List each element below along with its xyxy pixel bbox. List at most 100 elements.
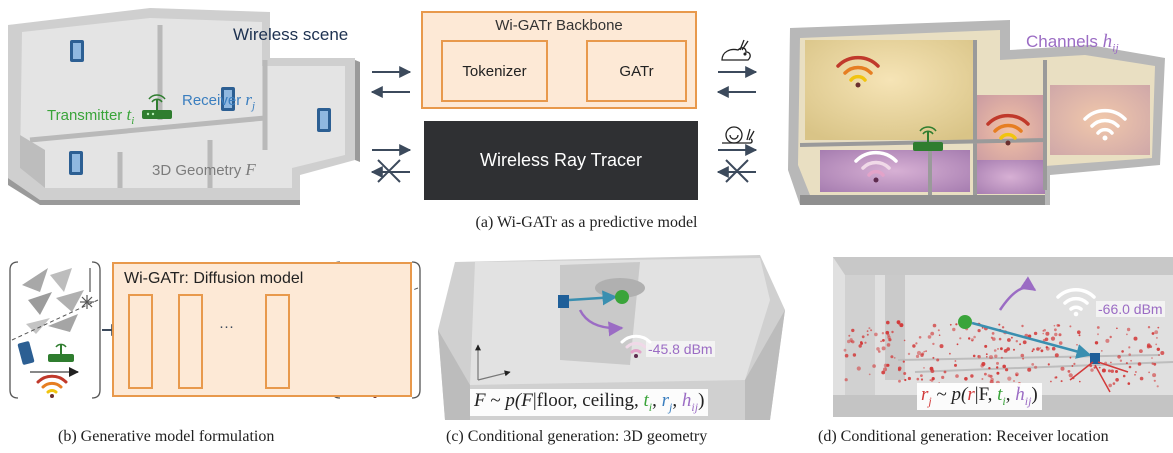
receiver-sample-dot bbox=[1021, 324, 1024, 328]
receiver-sample-dot bbox=[891, 330, 894, 334]
receiver-sample-dot bbox=[866, 330, 869, 332]
receiver-sample-dot bbox=[1155, 336, 1158, 339]
receiver-sample-dot bbox=[1151, 332, 1155, 335]
receiver-cube bbox=[558, 295, 569, 308]
receiver-sample-dot bbox=[1147, 326, 1151, 329]
receiver-sample-dot bbox=[1015, 374, 1018, 377]
receiver-sample-dot bbox=[980, 364, 984, 368]
snail-icon bbox=[722, 126, 755, 144]
receiver-sample-dot bbox=[1000, 356, 1003, 359]
receiver-sample-dot bbox=[996, 371, 1000, 375]
receiver-sample-dot bbox=[1039, 347, 1042, 349]
receiver-sample-dot bbox=[1069, 325, 1072, 328]
receiver-sample-dot bbox=[1020, 353, 1025, 358]
receiver-sample-dot bbox=[1153, 362, 1157, 366]
receiver-sample-dot bbox=[861, 335, 865, 339]
receiver-sample-dot bbox=[996, 361, 999, 365]
receiver-sample-dot bbox=[912, 344, 916, 348]
wifi-icon bbox=[1056, 288, 1096, 317]
receiver-sample-dot bbox=[904, 378, 907, 382]
receiver-sample-dot bbox=[1060, 366, 1065, 371]
receiver-sample-dot bbox=[1078, 334, 1081, 337]
receiver-sample-dot bbox=[1115, 370, 1118, 373]
floorplan-left bbox=[8, 8, 360, 205]
receiver-sample-dot bbox=[1031, 350, 1034, 353]
receiver-sample-dot bbox=[998, 323, 1001, 326]
receiver-sample-dot bbox=[1054, 353, 1059, 358]
receiver-sample-dot bbox=[890, 355, 894, 359]
receiver-sample-dot bbox=[956, 343, 959, 346]
receiver-sample-dot bbox=[1126, 333, 1128, 336]
receiver-sample-dot bbox=[920, 353, 924, 357]
receiver-sample-dot bbox=[986, 356, 988, 358]
receiver-sample-dot bbox=[1077, 330, 1081, 335]
phone-icon bbox=[17, 341, 35, 365]
receiver-sample-dot bbox=[1108, 383, 1112, 388]
receiver-sample-dot bbox=[1130, 359, 1132, 362]
wifi-icon bbox=[836, 55, 880, 88]
receiver-sample-dot bbox=[1115, 378, 1119, 382]
receiver-sample-dot bbox=[932, 342, 935, 346]
receiver-sample-dot bbox=[852, 353, 857, 357]
receiver-sample-dot bbox=[1056, 324, 1060, 327]
receiver-sample-dot bbox=[1000, 347, 1003, 351]
receiver-sample-dot bbox=[1110, 369, 1115, 373]
receiver-sample-dot bbox=[993, 349, 997, 352]
receiver-sample-dot bbox=[1119, 359, 1123, 362]
receiver-sample-dot bbox=[1151, 357, 1153, 359]
receiver-sample-dot bbox=[1133, 336, 1138, 341]
receiver-sample-dot bbox=[886, 363, 890, 367]
receiver-sample-dot bbox=[1051, 346, 1056, 351]
wifi-icon bbox=[1083, 108, 1127, 141]
receiver-sample-dot bbox=[1127, 382, 1131, 385]
diffusion-title: Wi-GATr: Diffusion model bbox=[124, 270, 304, 287]
receiver-sample-dot bbox=[1098, 366, 1101, 369]
receiver-sample-dot bbox=[886, 343, 891, 347]
receiver-sample-dot bbox=[886, 320, 890, 325]
receiver-sample-dot bbox=[1054, 332, 1058, 337]
receiver-sample-dot bbox=[1125, 362, 1128, 365]
receiver-sample-dot bbox=[1128, 365, 1132, 369]
diffusion-ellipsis: ··· bbox=[219, 318, 234, 335]
receiver-sample-dot bbox=[916, 377, 920, 381]
receiver-sample-dot bbox=[1156, 385, 1159, 388]
receiver-sample-dot bbox=[920, 374, 923, 377]
receiver-sample-dot bbox=[1045, 346, 1050, 351]
receiver-sample-dot bbox=[985, 353, 988, 356]
snowflake-icon bbox=[80, 295, 94, 309]
receiver-sample-dot bbox=[1022, 357, 1025, 360]
receiver-sample-dot bbox=[907, 376, 912, 381]
receiver-sample-dot bbox=[1107, 369, 1111, 373]
receiver-sample-dot bbox=[868, 373, 871, 376]
receiver-sample-dot bbox=[930, 331, 935, 336]
receiver-sample-dot bbox=[1002, 364, 1006, 369]
receiver-sample-dot bbox=[1015, 340, 1018, 343]
receiver-sample-dot bbox=[1036, 347, 1040, 351]
receiver-sample-dot bbox=[850, 340, 853, 343]
ray-tracer-box: Wireless Ray Tracer bbox=[424, 121, 698, 200]
receiver-sample-dot bbox=[1112, 382, 1116, 385]
formula-c: F ~ p(F|floor, ceiling, ti, rj, hij) bbox=[470, 389, 709, 416]
caption-c: (c) Conditional generation: 3D geometry bbox=[446, 428, 708, 445]
receiver-label: Receiver rj bbox=[182, 90, 256, 112]
receiver-sample-dot bbox=[885, 330, 890, 335]
receiver-sample-dot bbox=[1054, 328, 1057, 332]
receiver-sample-dot bbox=[1050, 336, 1056, 341]
receiver-sample-dot bbox=[1040, 349, 1044, 353]
receiver-sample-dot bbox=[1160, 351, 1165, 355]
receiver-sample-dot bbox=[936, 358, 940, 362]
receiver-sample-dot bbox=[990, 377, 994, 382]
receiver-sample-dot bbox=[1155, 343, 1158, 346]
receiver-sample-dot bbox=[1058, 333, 1062, 337]
receiver-sample-dot bbox=[1067, 370, 1071, 373]
receiver-sample-dot bbox=[918, 336, 922, 339]
geometry-label: 3D Geometry F bbox=[152, 160, 256, 179]
receiver-sample-dot bbox=[872, 364, 876, 368]
receiver-sample-dot bbox=[984, 344, 988, 348]
receiver-sample-dot bbox=[955, 374, 959, 378]
receiver-sample-dot bbox=[1134, 371, 1137, 373]
receiver-sample-dot bbox=[1153, 379, 1156, 382]
receiver-sample-dot bbox=[991, 332, 995, 335]
receiver-sample-dot bbox=[952, 327, 956, 332]
receiver-sample-dot bbox=[930, 379, 934, 382]
